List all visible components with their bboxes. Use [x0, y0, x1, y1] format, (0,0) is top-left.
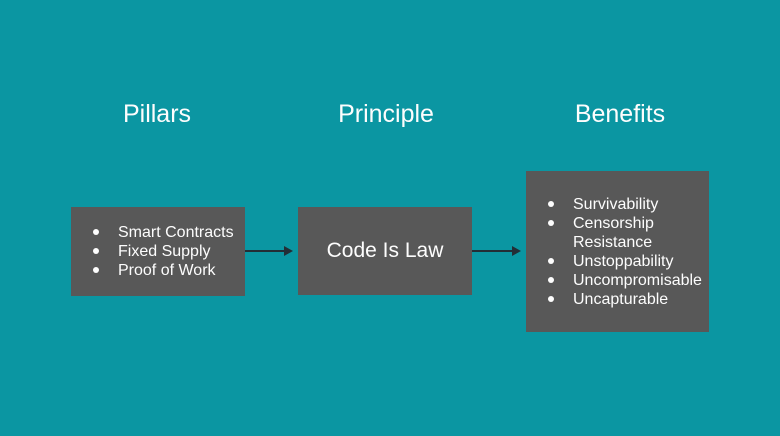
bullet-icon [548, 257, 554, 264]
pillars-list: Smart Contracts Fixed Supply Proof of Wo… [71, 223, 245, 280]
arrow-right-pillars-to-principle-icon [245, 246, 293, 256]
bullet-icon [93, 267, 99, 273]
list-item-label: Smart Contracts [118, 224, 234, 241]
bullet-icon [548, 219, 554, 226]
bullet-icon [548, 200, 554, 207]
column-heading-principle: Principle [338, 100, 434, 128]
list-item: Survivability [548, 195, 701, 214]
list-item-label: Fixed Supply [118, 243, 211, 260]
list-item: Uncapturable [548, 290, 701, 309]
column-heading-pillars: Pillars [122, 100, 192, 128]
list-item: Unstoppability [548, 252, 701, 271]
bullet-icon [548, 276, 554, 283]
benefits-list: Survivability Censorship Resistance Unst… [526, 195, 709, 309]
list-item-label: Censorship Resistance [573, 214, 654, 251]
list-item: Uncompromisable [548, 271, 702, 290]
benefits-box: Survivability Censorship Resistance Unst… [526, 171, 709, 332]
list-item: Censorship Resistance [548, 214, 701, 252]
principle-box: Code Is Law [298, 207, 472, 295]
pillars-box: Smart Contracts Fixed Supply Proof of Wo… [71, 207, 245, 296]
bullet-icon [548, 295, 554, 302]
column-heading-benefits: Benefits [574, 100, 666, 128]
principle-label: Code Is Law [326, 239, 444, 262]
arrow-right-principle-to-benefits-icon [472, 246, 521, 256]
list-item: Fixed Supply [93, 242, 237, 261]
list-item-label: Uncapturable [573, 290, 669, 308]
list-item: Proof of Work [93, 261, 237, 280]
list-item-label: Survivability [573, 195, 659, 213]
list-item-label: Unstoppability [573, 252, 674, 270]
bullet-icon [93, 229, 99, 235]
list-item: Smart Contracts [93, 223, 237, 242]
list-item-label: Proof of Work [118, 262, 216, 279]
list-item-label: Uncompromisable [573, 271, 702, 289]
bullet-icon [93, 248, 99, 254]
